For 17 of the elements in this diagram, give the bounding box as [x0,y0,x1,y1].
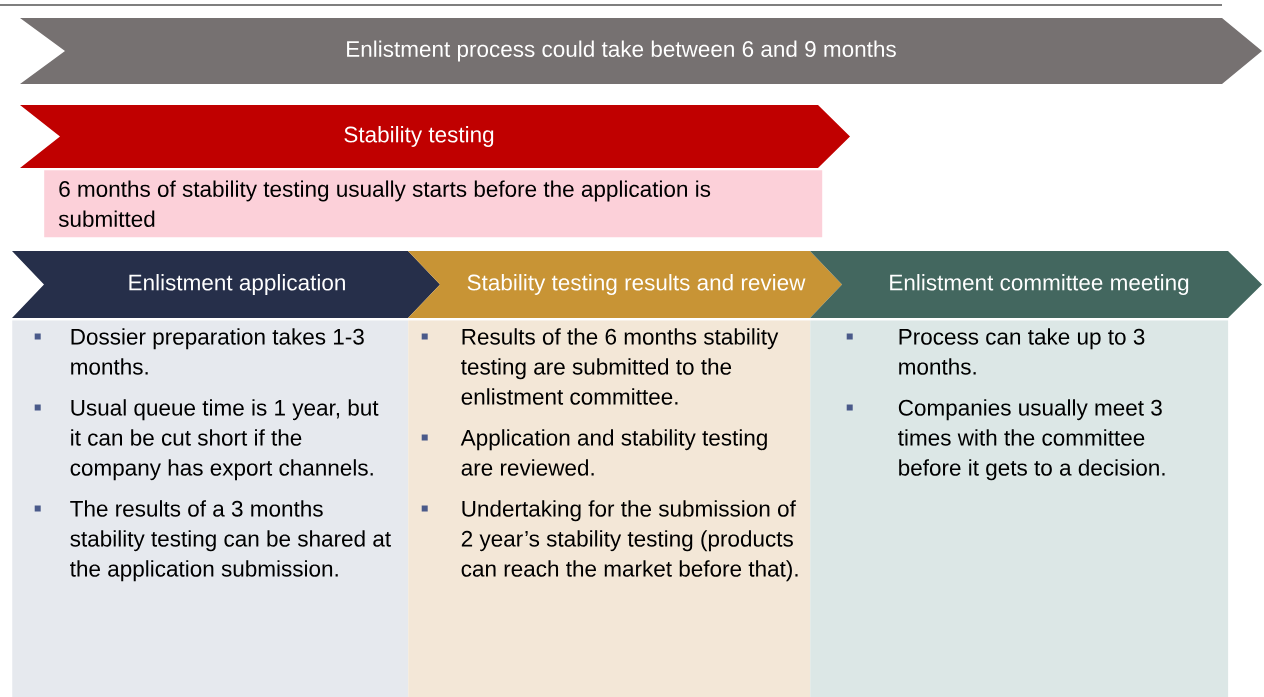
note-box: 6 months of stability testing usually starts before the application is submitted [44,170,823,238]
chevron-banner: Stability testing [20,105,850,168]
bullet-text: Dossier preparation takes 1-3 months. [71,328,364,375]
bullet-text: Usual queue time is 1 year, but it can be cut short if the company has export channels. [70,399,379,481]
column-panel [12,320,409,697]
chevron-banner: Stability testing results and review [408,251,842,318]
column-panel [408,320,811,697]
bullet-text: Companies usually meet 3 times with the committee before it gets to a decision. [898,399,1165,481]
chevron-banner: Enlistment process could take between 6 and 9 months [20,18,1262,84]
column-panel [810,320,1229,697]
bullet-text: Results of the 6 months stability testing are submitted to the enlistment committee. [461,328,779,405]
bullet-text: Application and stability testing are reviewed. [460,429,767,476]
bullet-text: Process can take up to 3 months. [899,328,1145,375]
bullet-text: The results of a 3 months stability testing can be shared at the application submission. [70,500,391,582]
bullet-text: Undertaking for the submission of 2 year’s stability testing (products can reach the market before that). [461,500,798,582]
chevron-banner: Enlistment committee meeting [810,251,1262,318]
chevron-banner: Enlistment application [12,251,440,318]
